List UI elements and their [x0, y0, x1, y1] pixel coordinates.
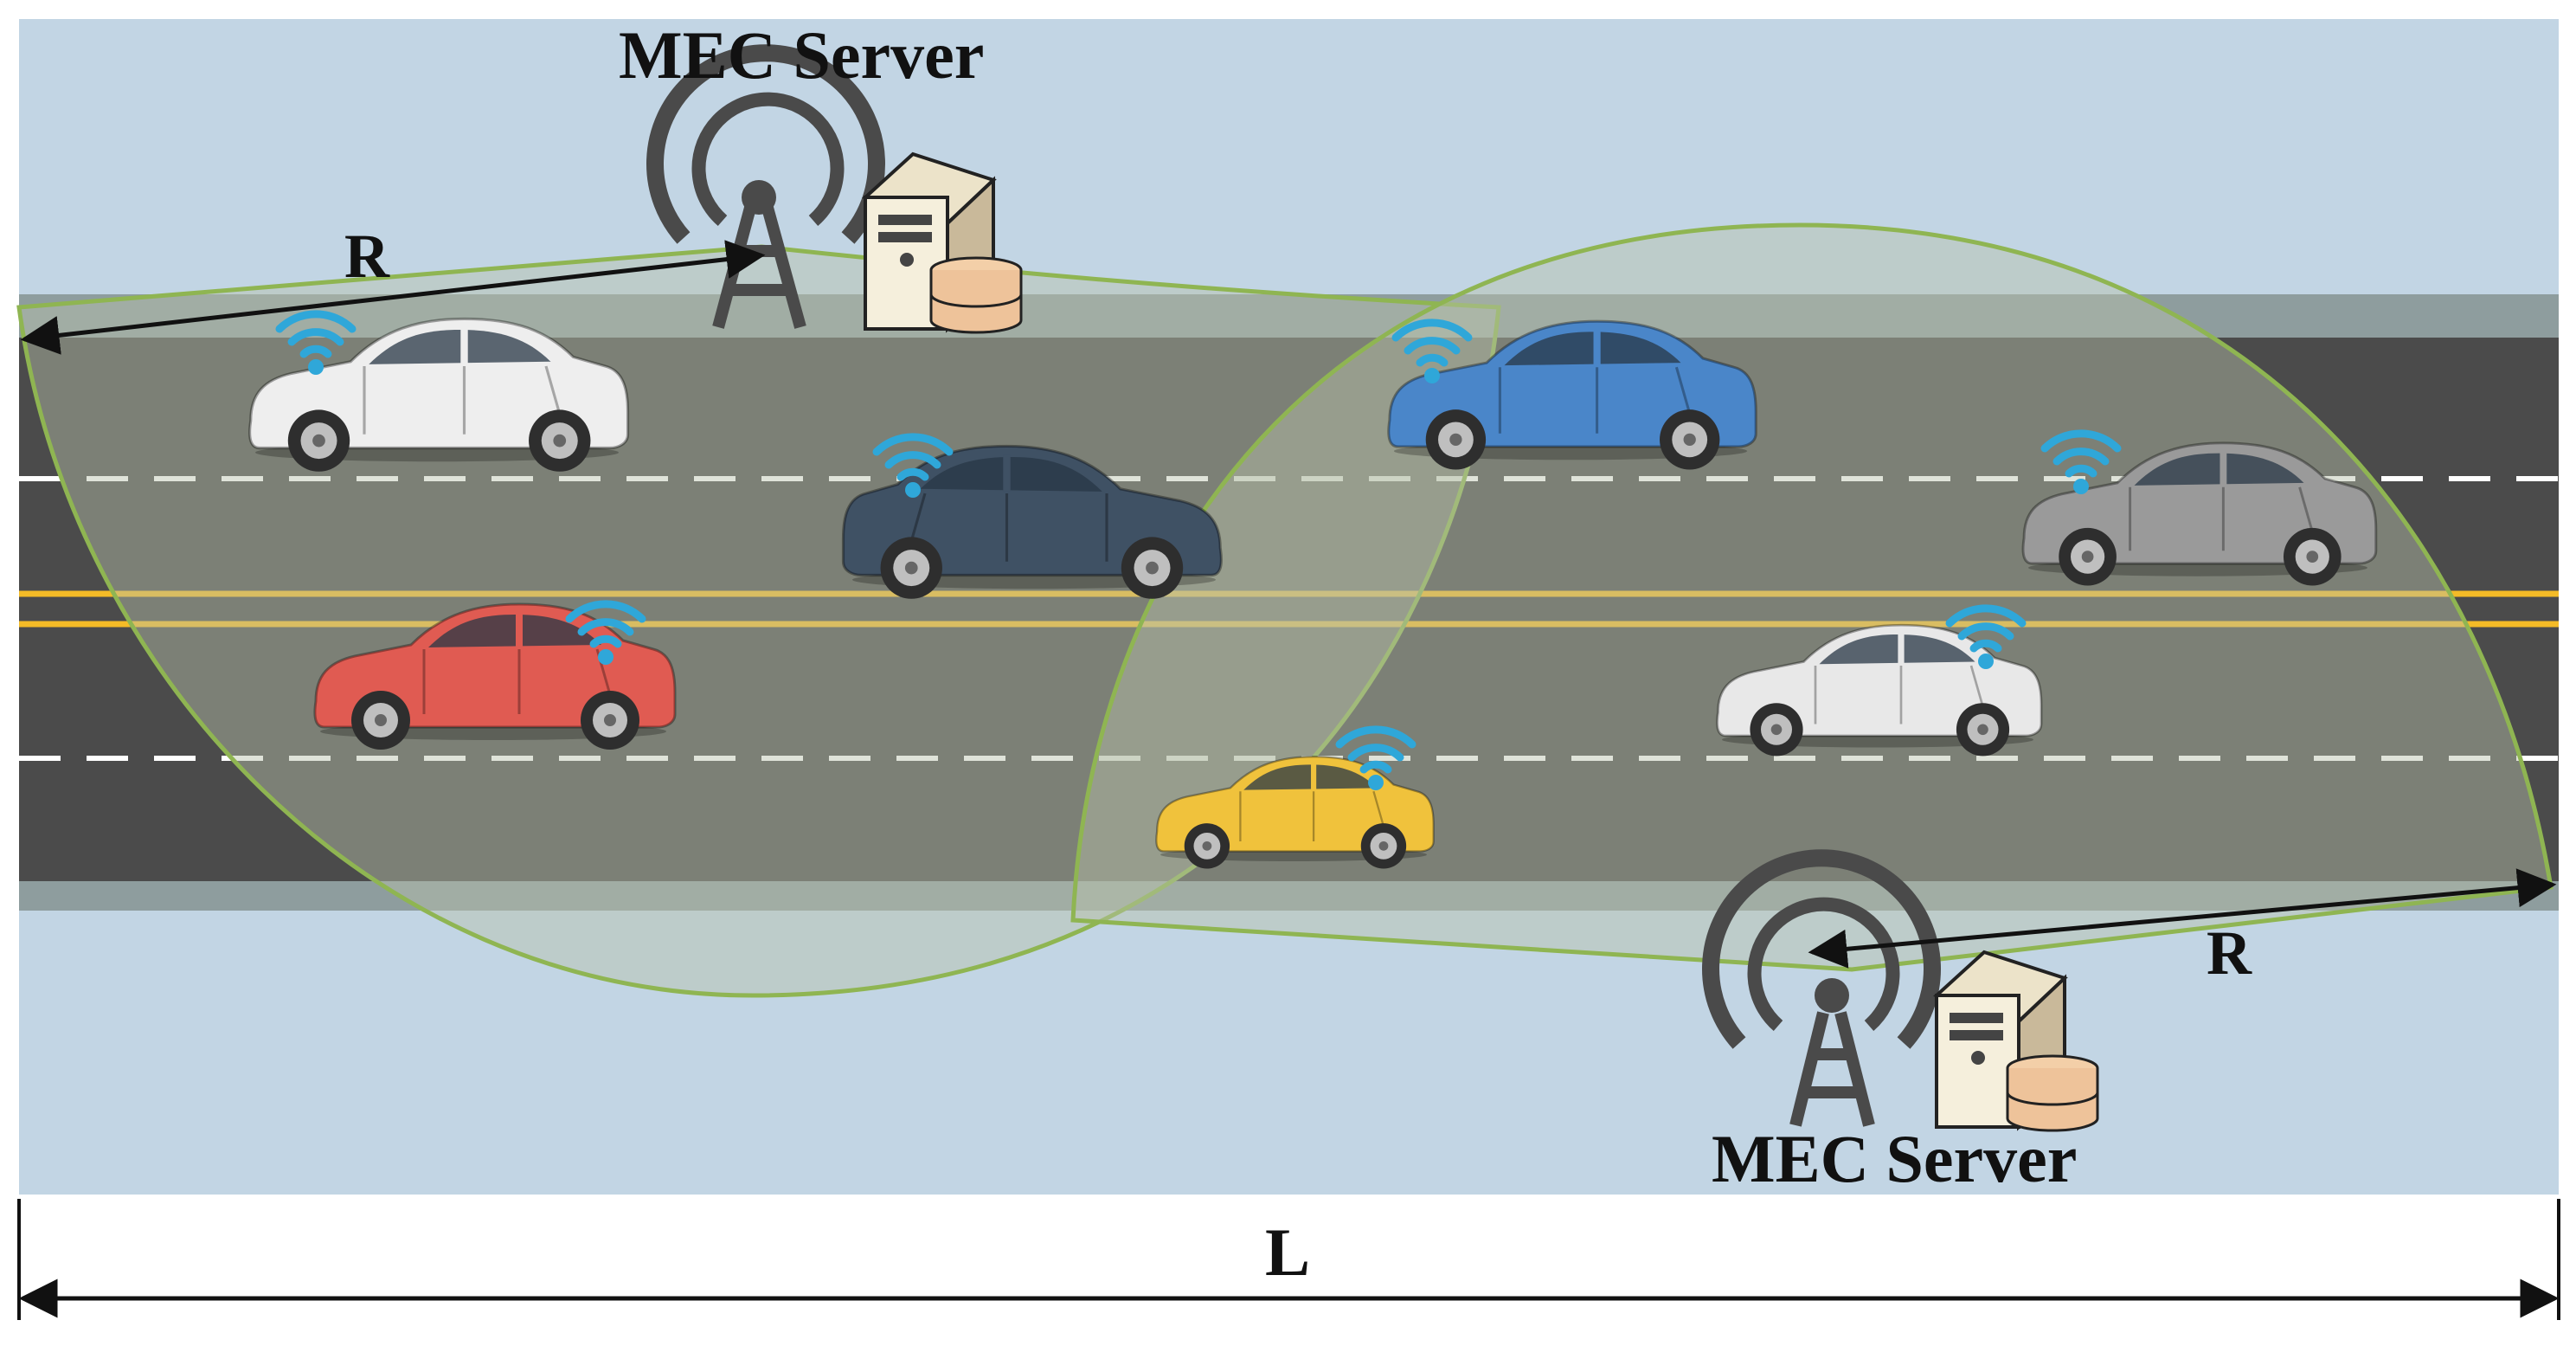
server-label-bottom: MEC Server: [1712, 1121, 2077, 1196]
car-navy-coupe: [841, 444, 1223, 599]
car-white-compact: [1716, 623, 2043, 757]
car-gray-hatch: [2021, 441, 2378, 586]
car-yellow-hatch: [1155, 756, 1435, 869]
radius-label-bottom: R: [2207, 918, 2252, 988]
radius-arrow-top: [20, 240, 766, 355]
car-red-sedan: [313, 602, 677, 750]
antenna-head-icon: [742, 180, 776, 215]
length-label: L: [1265, 1214, 1310, 1290]
server-label-top: MEC Server: [619, 17, 984, 93]
antenna-tower-icon-bottom: [1789, 1011, 1875, 1127]
server-icon: [862, 151, 1023, 334]
signal-arc-outer-top: [646, 44, 885, 244]
radius-arrow-bottom: [1808, 868, 2557, 969]
car-blue-sedan: [1387, 319, 1757, 470]
signal-arc-inner-top: [691, 92, 845, 227]
server-icon-bottom: [1933, 950, 2099, 1132]
signal-arc-outer-bottom: [1702, 849, 1941, 1049]
antenna-head-icon-bottom: [1815, 978, 1849, 1013]
radius-label-top: R: [344, 222, 390, 291]
